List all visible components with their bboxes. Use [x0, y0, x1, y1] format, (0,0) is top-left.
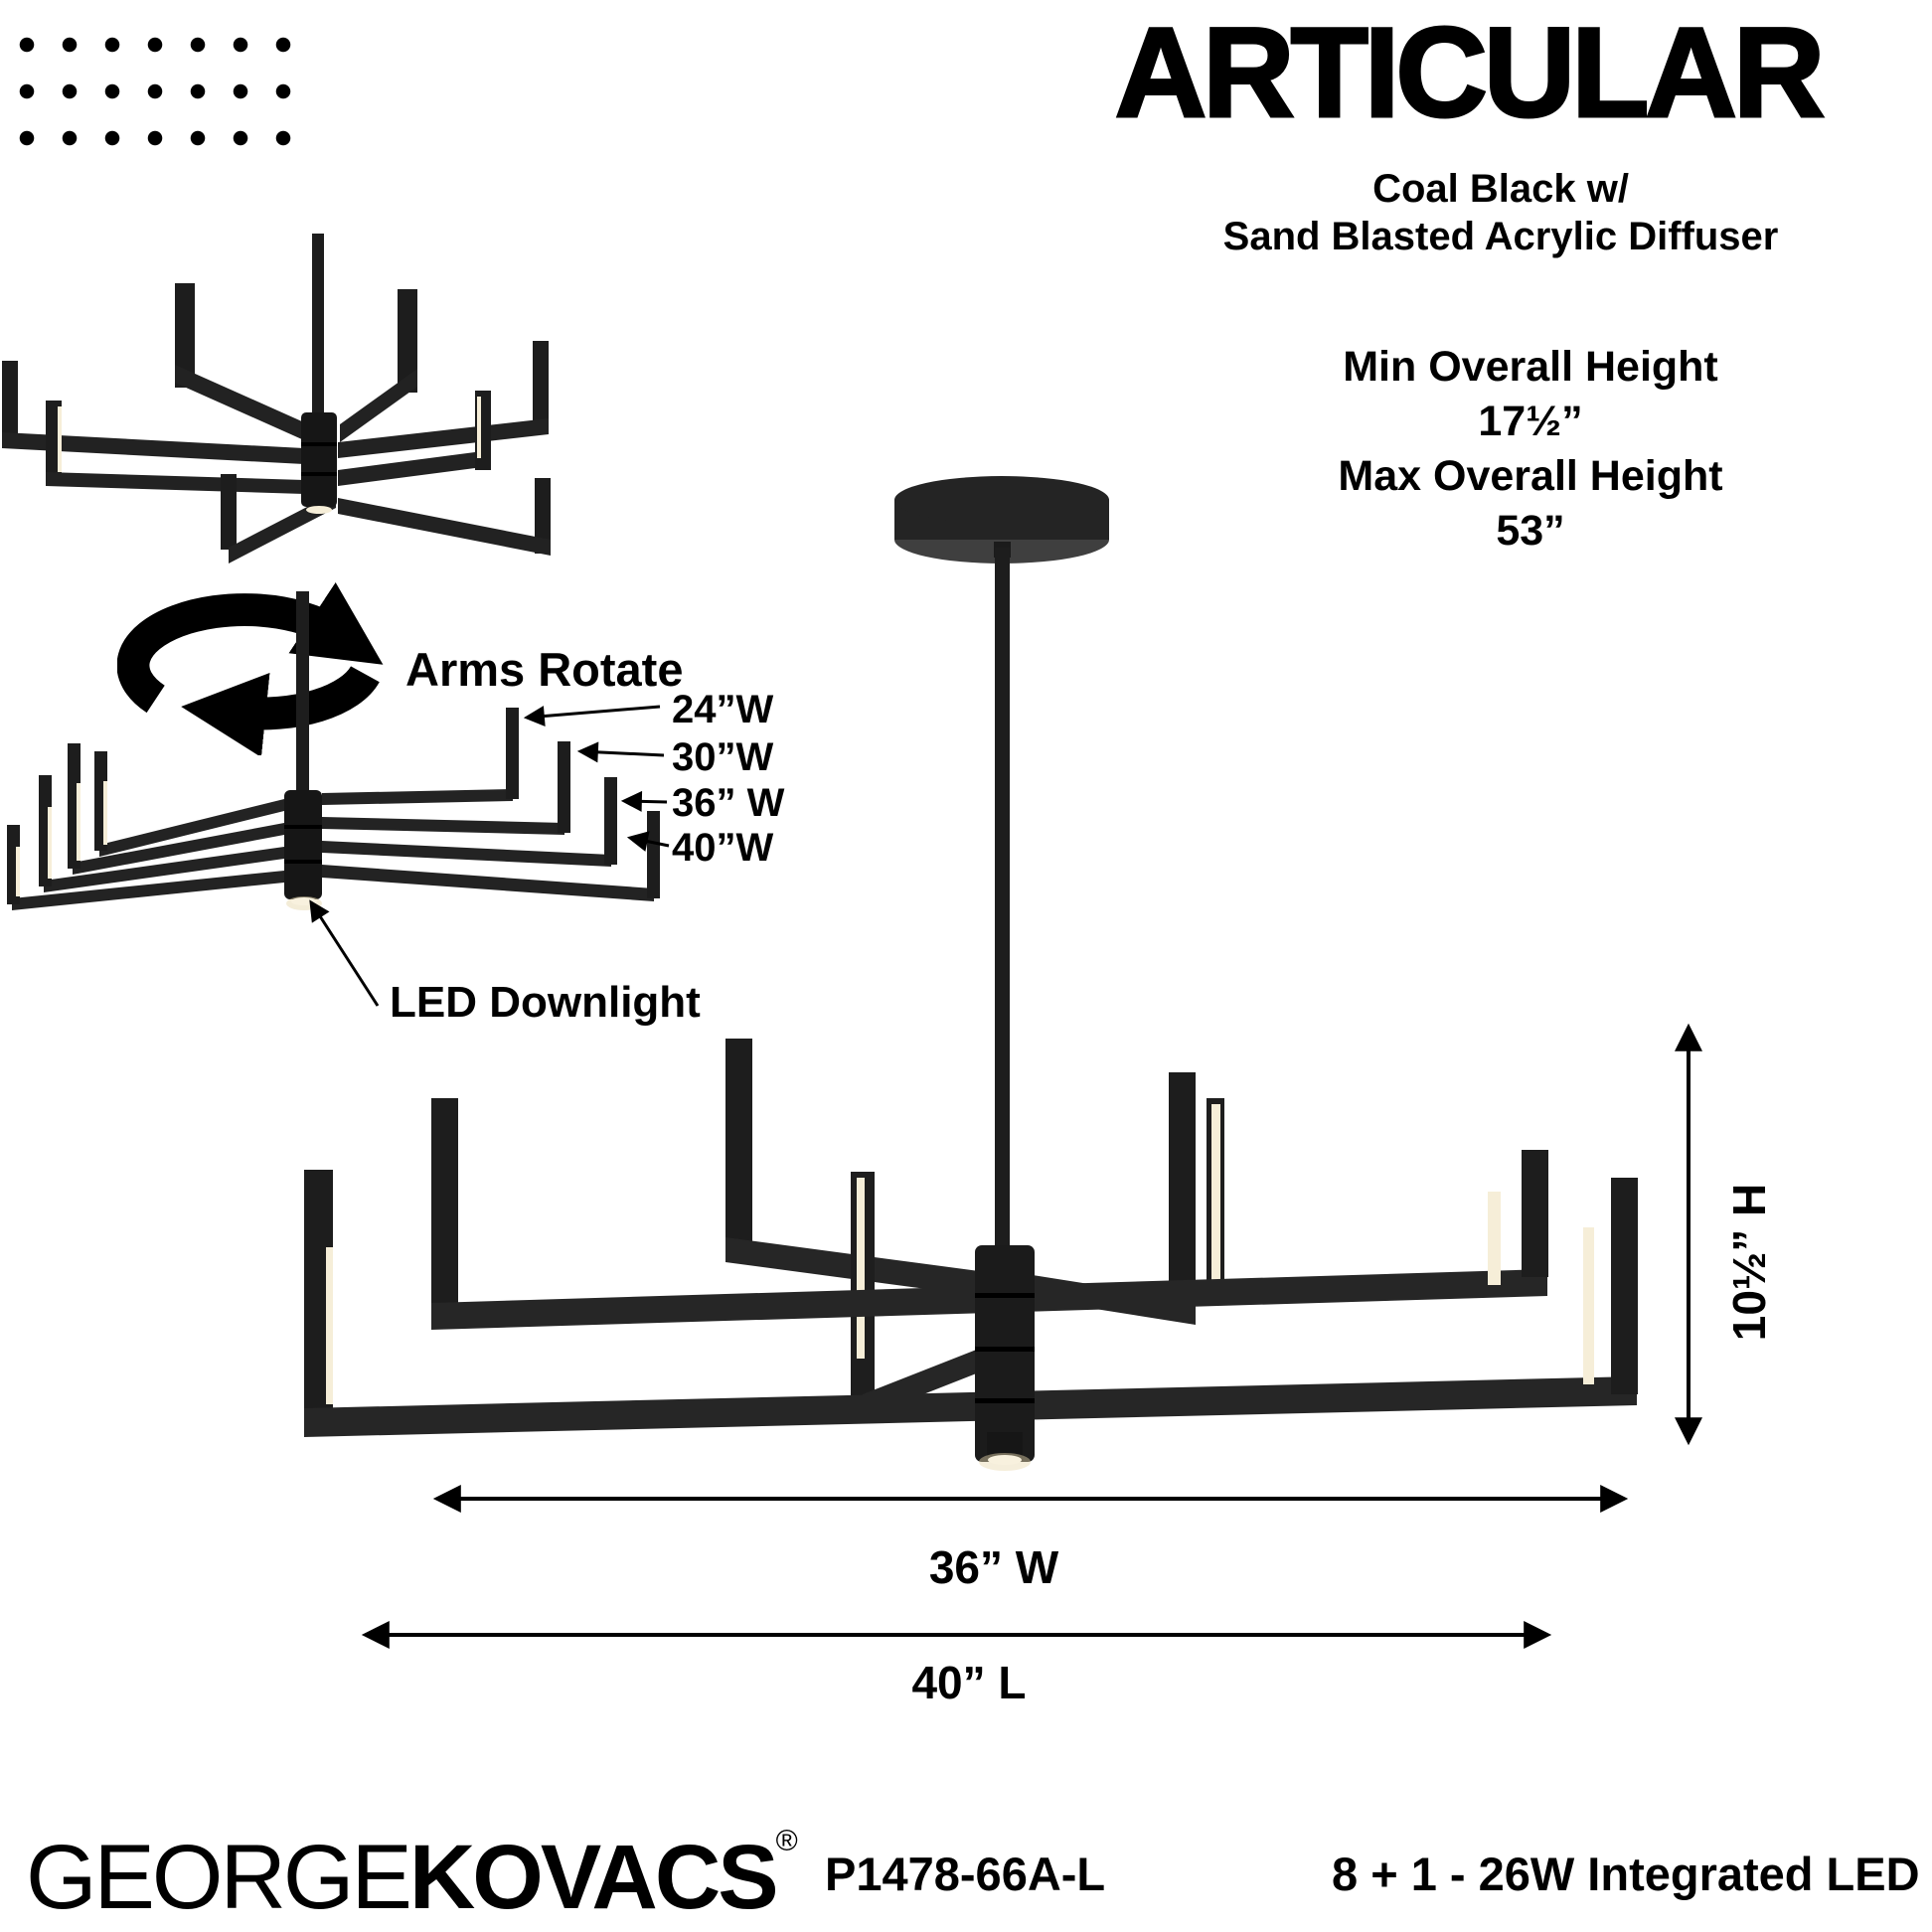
- dimension-length-label: 40” L: [911, 1657, 1027, 1708]
- arm-width-30: 30”W: [672, 735, 774, 779]
- finish-description: Coal Black w/ Sand Blasted Acrylic Diffu…: [1073, 165, 1928, 260]
- brand-kovacs: KOVACS: [408, 1827, 779, 1928]
- arms-rotate-label: Arms Rotate: [405, 643, 684, 696]
- photo-main-view: [304, 476, 1638, 1471]
- photo-perspective-view: [2, 234, 551, 564]
- arm-width-40: 40”W: [672, 826, 774, 870]
- dimension-width-label: 36” W: [928, 1541, 1059, 1593]
- rotate-arrows-icon: [117, 581, 384, 755]
- brand-dots-logo: [6, 22, 305, 162]
- led-downlight-label: LED Downlight: [390, 978, 701, 1027]
- dimension-height-label: 10½” H: [1723, 1183, 1775, 1342]
- height-specs: Min Overall Height 17½” Max Overall Heig…: [1103, 340, 1932, 559]
- photo-arms-aligned-view: [7, 591, 660, 910]
- arm-width-24: 24”W: [672, 688, 774, 731]
- min-height-value: 17½”: [1478, 398, 1583, 445]
- model-number: P1478-66A-L: [825, 1848, 1106, 1900]
- brand-logo: GEORGEKOVACS®: [26, 1825, 798, 1930]
- brand-george: GEORGE: [26, 1827, 412, 1928]
- finish-line-2: Sand Blasted Acrylic Diffuser: [1222, 215, 1779, 258]
- max-height-value: 53”: [1496, 507, 1565, 555]
- lamping-spec: 8 + 1 - 26W Integrated LED: [1332, 1848, 1920, 1900]
- registered-mark: ®: [775, 1825, 798, 1857]
- min-height-label: Min Overall Height: [1343, 343, 1718, 391]
- arm-width-36: 36” W: [672, 781, 785, 825]
- max-height-label: Max Overall Height: [1338, 452, 1723, 500]
- product-title: ARTICULAR: [1113, 2, 1827, 144]
- finish-line-1: Coal Black w/: [1372, 167, 1629, 211]
